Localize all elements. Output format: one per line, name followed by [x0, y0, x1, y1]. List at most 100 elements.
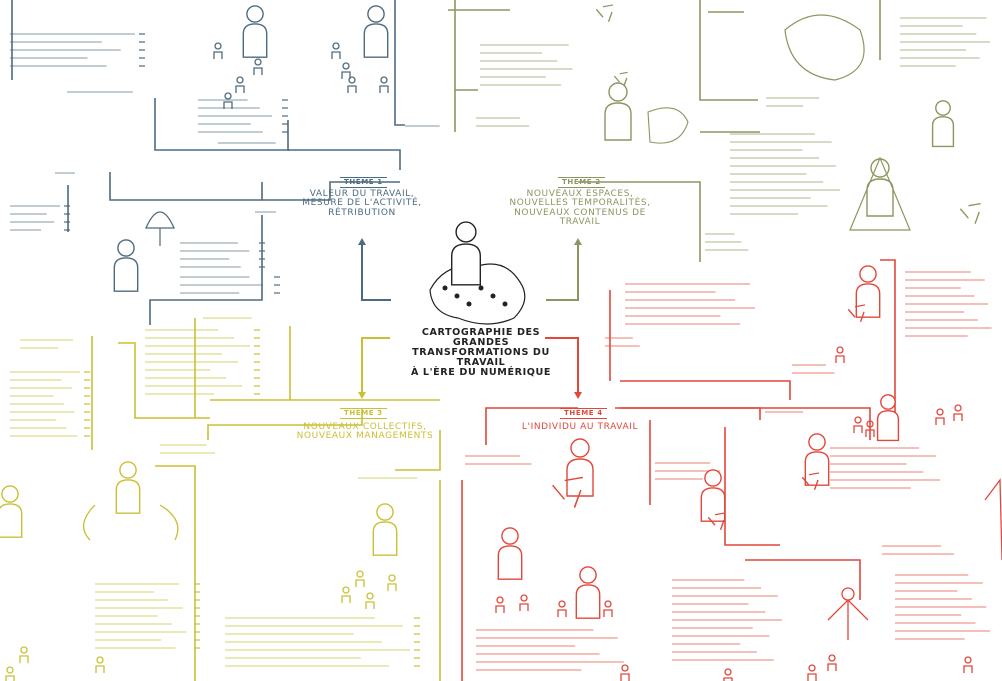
- theme-title-line: NOUVEAUX COLLECTIFS,: [303, 422, 427, 432]
- arrow-head-theme-2: [574, 238, 582, 245]
- person-icon-body: [519, 603, 529, 611]
- scribble-icon: [714, 512, 726, 516]
- person-icon-head: [380, 76, 388, 84]
- scribble-icon: [607, 11, 613, 22]
- theme-title-line: RÉTRIBUTION: [328, 207, 396, 218]
- person-icon-head: [96, 656, 104, 664]
- person-icon-body: [5, 675, 15, 681]
- connector-theme-2: [546, 243, 579, 301]
- scribble-icon: [974, 211, 980, 224]
- scribble-icon: [623, 77, 628, 86]
- theme-2-figure-body: [604, 102, 632, 141]
- person-icon-head: [388, 574, 396, 582]
- theme-4-figure-head: [808, 433, 826, 451]
- person-icon-body: [865, 429, 875, 437]
- scribble-icon: [719, 519, 725, 530]
- branch-line: [155, 465, 196, 681]
- person-icon-head: [558, 600, 566, 608]
- theme-title-line: MESURE DE L'ACTIVITÉ,: [302, 198, 422, 209]
- scribble-icon: [801, 476, 810, 486]
- person-icon-head: [214, 42, 222, 50]
- person-icon-body: [620, 673, 630, 681]
- person-icon-body: [253, 67, 263, 75]
- person-icon-body: [223, 101, 233, 109]
- person-icon-body: [355, 579, 365, 587]
- person-icon-head: [808, 664, 816, 672]
- scribble-icon: [595, 8, 604, 18]
- person-icon-body: [807, 673, 817, 681]
- person-icon-head: [621, 664, 629, 672]
- person-icon-body: [387, 583, 397, 591]
- branch-line: [485, 407, 578, 445]
- person-icon-head: [356, 570, 364, 578]
- theme-4-figure-body: [855, 283, 881, 318]
- theme-title-line: NOUVELLES TEMPORALITÉS,: [509, 198, 651, 209]
- person-icon-head: [936, 408, 944, 416]
- scribble-icon: [847, 308, 856, 318]
- theme-2-title: NOUVEAUX ESPACES, NOUVELLES TEMPORALITÉS…: [495, 189, 665, 228]
- theme-3-figure-head: [376, 503, 394, 521]
- theme-4-figure-body: [497, 545, 523, 580]
- person-icon-head: [224, 92, 232, 100]
- map-center-title: CARTOGRAPHIE DES GRANDES TRANSFORMATIONS…: [392, 327, 570, 379]
- person-icon-head: [964, 656, 972, 664]
- theme-3-figure-body: [0, 503, 23, 538]
- center-title-line: À L'ÈRE DU NUMÉRIQUE: [410, 367, 552, 379]
- person-icon-head: [836, 346, 844, 354]
- theme-title-line: VALEUR DU TRAVAIL,: [309, 189, 415, 199]
- person-icon-head: [366, 592, 374, 600]
- scribble-icon: [602, 4, 614, 8]
- circle-group-icon: [784, 14, 865, 81]
- arrow-head-theme-1: [358, 238, 366, 245]
- person-icon-head: [520, 594, 528, 602]
- theme-2-figure-body: [866, 178, 894, 217]
- center-figure-head: [455, 221, 477, 243]
- person-icon-head: [342, 586, 350, 594]
- theme-4-tag: THÈME 4: [560, 408, 607, 420]
- center-map-marker: [478, 285, 484, 291]
- branch-line: [620, 407, 871, 440]
- theme-1-tag: THÈME 1: [340, 177, 387, 189]
- person-icon-body: [953, 413, 963, 421]
- person-icon-body: [347, 85, 357, 93]
- person-icon-head: [496, 596, 504, 604]
- theme-title-line: L'INDIVIDU AU TRAVAIL: [521, 422, 639, 432]
- theme-2-figure-body: [931, 116, 955, 148]
- person-icon-body: [557, 609, 567, 617]
- connector-theme-3: [361, 337, 390, 394]
- scribble-icon: [564, 476, 584, 482]
- arm-icon: [83, 504, 96, 541]
- branch-line: [699, 0, 758, 101]
- cross-figure-icon-head: [841, 587, 855, 601]
- theme-2-figure-head: [935, 100, 951, 116]
- center-figure-body: [451, 243, 481, 286]
- arrow-head-theme-4: [574, 392, 582, 399]
- map-shape-icon: [647, 107, 689, 144]
- theme-1-figure-body: [113, 257, 139, 292]
- scribble-icon: [707, 516, 716, 526]
- theme-3-figure-body: [115, 479, 141, 514]
- branch-line: [154, 98, 290, 151]
- center-map-marker: [442, 285, 448, 291]
- person-icon-head: [954, 404, 962, 412]
- theme-4-figure-head: [859, 265, 877, 283]
- center-map-marker: [454, 293, 460, 299]
- branch-line: [578, 181, 701, 262]
- theme-3-tag: THÈME 3: [340, 408, 387, 420]
- person-icon-body: [603, 609, 613, 617]
- person-icon-body: [827, 663, 837, 671]
- cone-icon: [849, 156, 911, 231]
- person-icon-head: [254, 58, 262, 66]
- theme-4-figure-head: [880, 394, 896, 410]
- person-icon-head: [332, 42, 340, 50]
- scribble-icon: [613, 75, 621, 83]
- person-icon-body: [19, 655, 29, 663]
- person-icon-head: [6, 666, 14, 674]
- center-map-marker: [490, 293, 496, 299]
- branch-line: [880, 259, 896, 420]
- person-icon-body: [365, 601, 375, 609]
- theme-2-figure-head: [608, 82, 628, 102]
- theme-2-tag: THÈME 2: [558, 177, 605, 189]
- theme-4-figure-head: [570, 438, 590, 458]
